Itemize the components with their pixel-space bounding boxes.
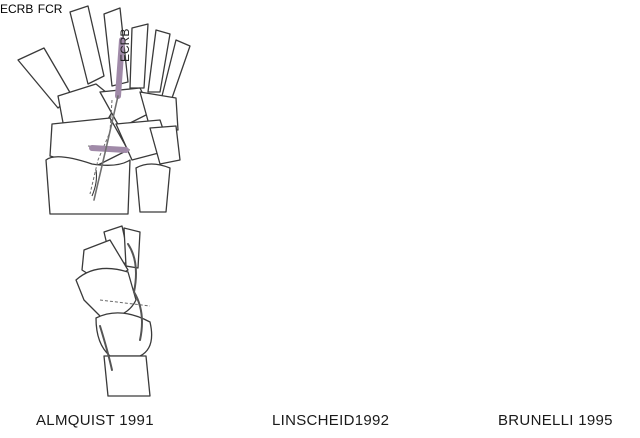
almquist-lateral-wrist-drawing (76, 226, 152, 396)
caption-almquist: ALMQUIST 1991 (36, 412, 154, 429)
panel-almquist: ECRB (18, 6, 190, 396)
caption-brunelli: BRUNELLI 1995 (498, 412, 613, 429)
caption-linscheid: LINSCHEID1992 (272, 412, 389, 429)
almquist-dorsal-wrist-drawing: ECRB (18, 6, 190, 214)
almquist-tendon-label: ECRB (118, 29, 132, 62)
